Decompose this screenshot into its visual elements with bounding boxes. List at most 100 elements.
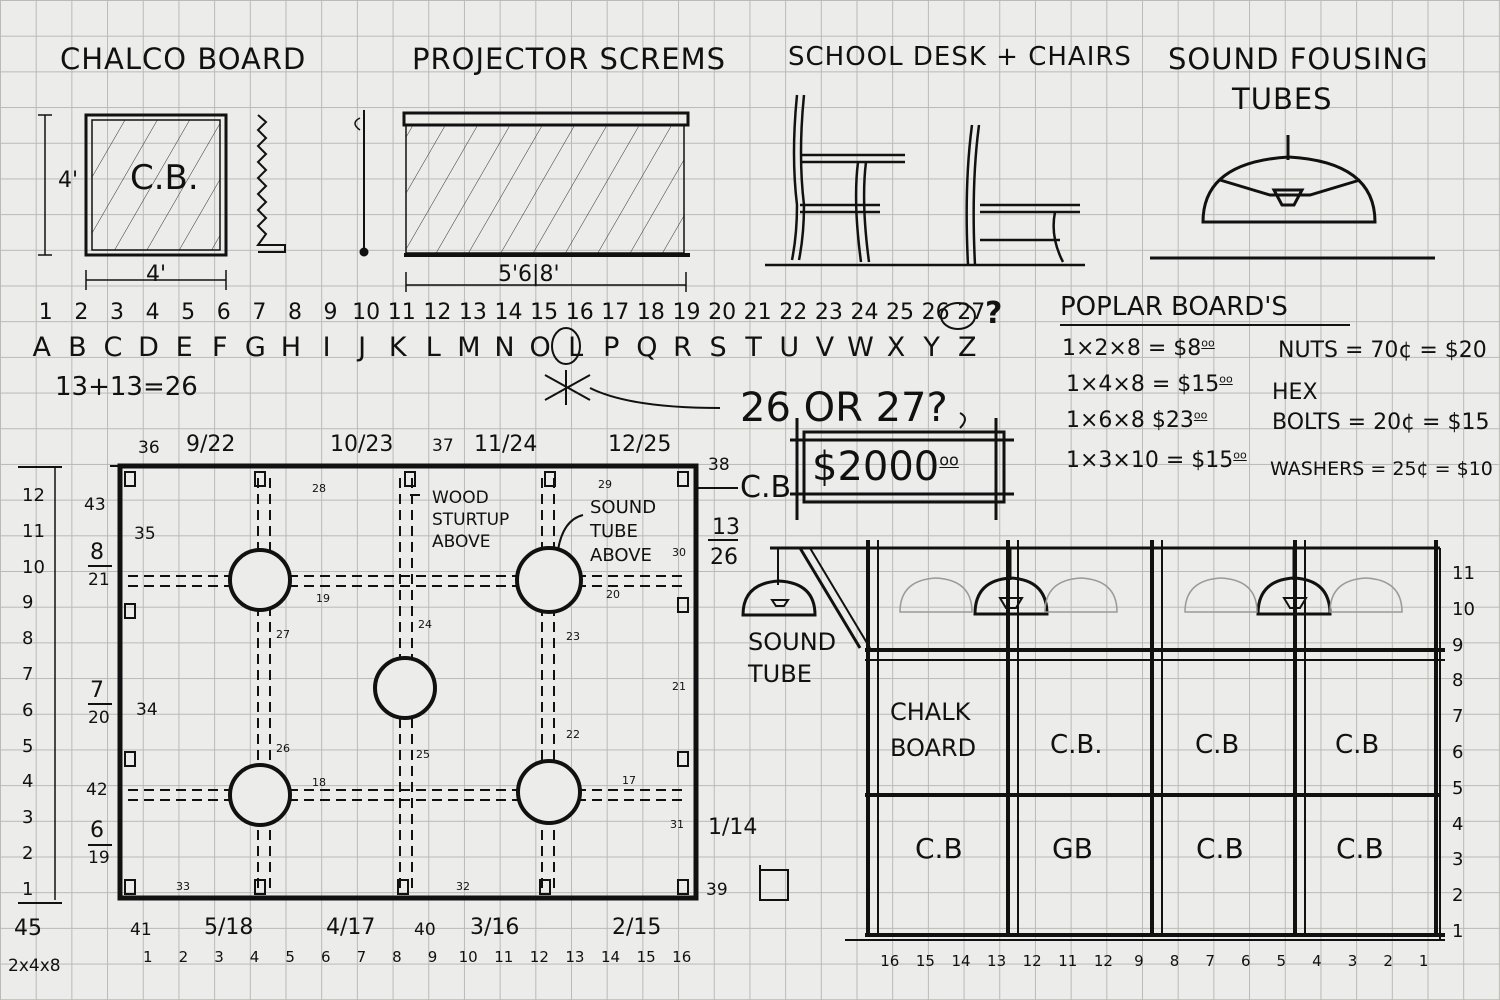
stud-26: 26 bbox=[276, 742, 290, 755]
ruler-letter-9: I bbox=[322, 332, 331, 363]
stud-19: 19 bbox=[316, 592, 330, 605]
elevation-bottom-number-6: 11 bbox=[1058, 952, 1078, 970]
plan-side-number-2: 11 bbox=[22, 520, 45, 542]
ruler-number-22: 22 bbox=[779, 300, 808, 325]
plan-bottom-3-16: 3/16 bbox=[470, 915, 520, 940]
plan-bottom-number-12: 12 bbox=[529, 948, 549, 966]
stud-17: 17 bbox=[622, 774, 636, 787]
nuts-price: NUTS = 70¢ = $20 bbox=[1278, 338, 1487, 363]
ruler-number-12: 12 bbox=[423, 300, 452, 325]
plan-bottom-number-10: 10 bbox=[458, 948, 478, 966]
panel-cb-4: C.B bbox=[915, 832, 963, 865]
stud-33: 33 bbox=[176, 880, 190, 893]
plan-top-38: 38 bbox=[708, 455, 730, 475]
plan-side-number-9: 4 bbox=[22, 771, 34, 793]
plan-side-number-6: 7 bbox=[22, 663, 34, 685]
plan-side-number-8: 5 bbox=[22, 735, 34, 757]
ruler-number-5: 5 bbox=[181, 300, 196, 325]
sound-tube-label: SOUND TUBE bbox=[748, 628, 837, 688]
ruler-letter-6: F bbox=[212, 332, 228, 363]
ruler-letter-11: K bbox=[388, 332, 407, 363]
poplar-item-3-text: 1×6×8 $23 bbox=[1066, 408, 1194, 433]
poplar-item-2-cents: oo bbox=[1219, 372, 1233, 386]
elevation-bottom-number-3: 14 bbox=[951, 952, 971, 970]
plan-left-21: 21 bbox=[88, 570, 110, 590]
screen-dim-label: 5'6|8' bbox=[498, 262, 560, 287]
ruler-number-16: 16 bbox=[565, 300, 594, 325]
plan-top-9-22: 9/22 bbox=[186, 432, 236, 457]
stud-18: 18 bbox=[312, 776, 326, 789]
chalk-height-label: 4' bbox=[58, 168, 79, 193]
elevation-bottom-number-12: 5 bbox=[1276, 952, 1287, 970]
ruler-letter-13: M bbox=[457, 332, 481, 363]
ruler-letter-14: N bbox=[494, 332, 515, 363]
plan-top-37: 37 bbox=[432, 436, 454, 456]
ruler-number-23: 23 bbox=[814, 300, 843, 325]
elevation-right-number-7: 5 bbox=[1452, 777, 1464, 799]
plan-bottom-4-17: 4/17 bbox=[326, 915, 376, 940]
plan-bottom-number-3: 3 bbox=[214, 948, 224, 966]
plan-left-8: 8 bbox=[90, 540, 104, 565]
poplar-item-2-text: 1×4×8 = $15 bbox=[1066, 372, 1220, 397]
elevation-right-number-8: 4 bbox=[1452, 813, 1464, 835]
elevation-bottom-number-14: 3 bbox=[1347, 952, 1358, 970]
lumber-2x4x8: 2x4x8 bbox=[8, 956, 61, 976]
projector-screen-sketch bbox=[354, 110, 690, 292]
ruler-letter-4: D bbox=[138, 332, 159, 363]
elevation-bottom-number-2: 15 bbox=[915, 952, 935, 970]
corner-45: 45 bbox=[14, 916, 42, 941]
washers-price: WASHERS = 25¢ = $10 bbox=[1270, 458, 1493, 480]
ruler-number-26: 26 bbox=[921, 300, 950, 325]
ruler-letter-10: J bbox=[358, 332, 367, 363]
title-chalk-board: CHALCO BOARD bbox=[60, 42, 307, 76]
sound-tube-sketch bbox=[1150, 135, 1435, 260]
wall-elevation bbox=[741, 540, 1445, 941]
asterisk-mark bbox=[544, 370, 591, 405]
plan-bottom-40: 40 bbox=[414, 920, 436, 940]
stud-20: 20 bbox=[606, 588, 620, 601]
elevation-right-number-3: 9 bbox=[1452, 634, 1464, 656]
chalk-width-label: 4' bbox=[146, 262, 167, 287]
plan-side-number-11: 2 bbox=[22, 842, 34, 864]
ruler-number-7: 7 bbox=[252, 300, 267, 325]
stud-25: 25 bbox=[416, 748, 430, 761]
ruler-number-21: 21 bbox=[743, 300, 772, 325]
elevation-right-number-10: 2 bbox=[1452, 885, 1464, 907]
stud-24: 24 bbox=[418, 618, 432, 631]
ruler-number-10: 10 bbox=[352, 300, 381, 325]
plan-left-43: 43 bbox=[84, 495, 106, 515]
ruler-letter-17: P bbox=[603, 332, 620, 363]
plan-side-number-3: 10 bbox=[22, 556, 45, 578]
ruler-letter-3: C bbox=[103, 332, 123, 363]
stud-32: 32 bbox=[456, 880, 470, 893]
poplar-item-4-cents: oo bbox=[1233, 448, 1247, 462]
plan-left-34: 34 bbox=[136, 700, 158, 720]
hex-label: HEX bbox=[1272, 380, 1318, 405]
plan-bottom-number-5: 5 bbox=[285, 948, 295, 966]
ruler-number-19: 19 bbox=[672, 300, 701, 325]
elevation-right-number-9: 3 bbox=[1452, 849, 1464, 871]
elevation-right-number-4: 8 bbox=[1452, 670, 1464, 692]
ruler-number-15: 15 bbox=[530, 300, 559, 325]
plan-bottom-number-14: 14 bbox=[600, 948, 621, 966]
ruler-letter-15: O bbox=[529, 332, 551, 363]
price-value: $2000 bbox=[812, 444, 940, 490]
plan-bottom-39: 39 bbox=[706, 880, 728, 900]
elevation-right-number-2: 10 bbox=[1452, 598, 1475, 620]
plan-left-19: 19 bbox=[88, 848, 110, 868]
title-tubes: TUBES bbox=[1232, 82, 1333, 116]
chalk-board-panel-label: CHALK BOARD bbox=[890, 698, 977, 762]
stud-22: 22 bbox=[566, 728, 580, 741]
poplar-item-3: 1×6×8 $23oo bbox=[1066, 408, 1207, 433]
ruler-letter-7: G bbox=[244, 332, 266, 363]
plan-bottom-number-1: 1 bbox=[143, 948, 153, 966]
ruler-letter-18: Q bbox=[636, 332, 658, 363]
plan-bottom-number-2: 2 bbox=[178, 948, 189, 966]
elevation-right-number-1: 11 bbox=[1452, 563, 1475, 584]
price-text: $2000oo bbox=[812, 444, 959, 490]
elevation-bottom-number-1: 16 bbox=[880, 952, 900, 970]
